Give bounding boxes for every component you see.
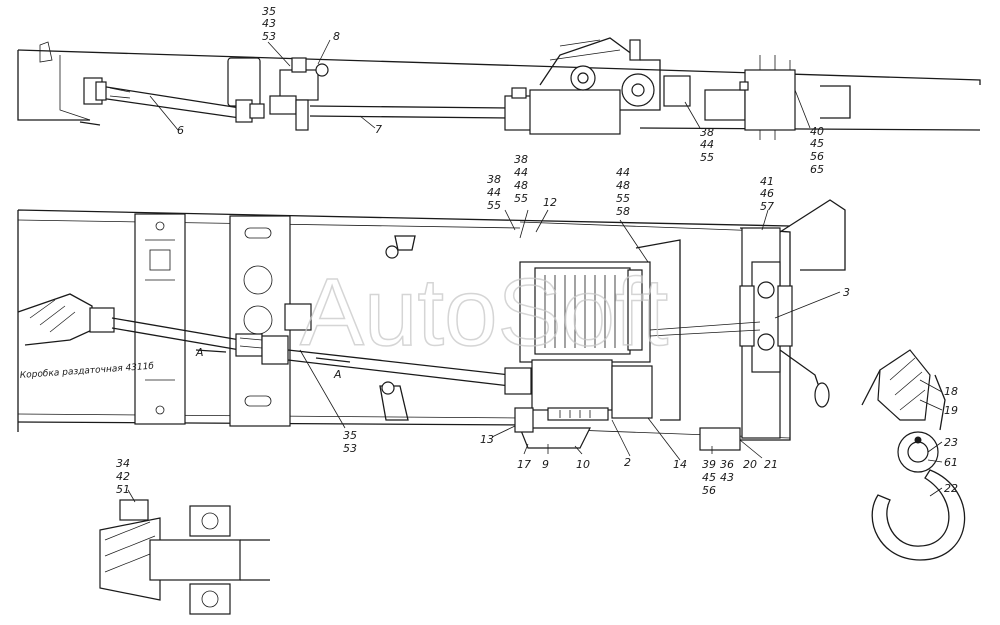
label-43: 43 xyxy=(262,17,276,30)
section-mark-left: A xyxy=(195,346,204,359)
plan-crossmember-2 xyxy=(229,215,291,427)
watermark-text: AutoSoft xyxy=(300,259,668,366)
label-55-top: 55 xyxy=(700,151,714,164)
label-45-top: 45 xyxy=(810,137,824,150)
label-36: 36 xyxy=(720,458,734,471)
top-support-8 xyxy=(269,57,329,131)
top-shaft-6 xyxy=(83,77,265,123)
top-frame-rail xyxy=(17,41,981,131)
cable-line xyxy=(649,321,761,337)
label-44-c: 44 xyxy=(616,166,630,179)
label-44-b: 44 xyxy=(514,166,528,179)
label-21: 21 xyxy=(764,458,778,471)
top-rear-bracket xyxy=(704,55,796,140)
label-51: 51 xyxy=(116,483,130,496)
bearing-detail xyxy=(99,499,270,615)
label-3: 3 xyxy=(843,286,850,299)
label-56-top: 56 xyxy=(810,150,824,163)
hook-detail xyxy=(861,349,966,561)
label-7: 7 xyxy=(375,123,382,136)
label-48-c: 48 xyxy=(616,179,630,192)
label-38-a: 38 xyxy=(487,173,501,186)
top-winch-gearbox xyxy=(529,37,691,135)
section-line-left xyxy=(195,349,227,353)
label-61: 61 xyxy=(944,456,958,469)
label-65: 65 xyxy=(810,163,824,176)
label-55-a: 55 xyxy=(487,199,501,212)
label-44-a: 44 xyxy=(487,186,501,199)
label-46: 46 xyxy=(760,187,774,200)
section-line-right xyxy=(315,357,351,363)
top-shaft-7 xyxy=(309,87,532,131)
label-20: 20 xyxy=(743,458,757,471)
label-38-b: 38 xyxy=(514,153,528,166)
label-34: 34 xyxy=(116,457,130,470)
label-55-c: 55 xyxy=(616,192,630,205)
plan-crossmember-1 xyxy=(134,213,186,425)
label-45-mid: 45 xyxy=(702,471,716,484)
label-35-mid: 35 xyxy=(343,429,357,442)
section-mark-right: A xyxy=(333,368,342,381)
label-38-top: 38 xyxy=(700,126,714,139)
label-48-b: 48 xyxy=(514,179,528,192)
leader-lines xyxy=(127,39,943,503)
label-56-mid: 56 xyxy=(702,484,716,497)
label-9: 9 xyxy=(542,458,549,471)
label-53-mid: 53 xyxy=(343,442,357,455)
plan-lower-bracket xyxy=(514,407,591,449)
label-22: 22 xyxy=(944,482,958,495)
label-10: 10 xyxy=(576,458,590,471)
label-40: 40 xyxy=(810,125,824,138)
label-17: 17 xyxy=(517,458,531,471)
label-35: 35 xyxy=(262,5,276,18)
label-42: 42 xyxy=(116,470,130,483)
label-13: 13 xyxy=(480,433,494,446)
label-57: 57 xyxy=(760,200,774,213)
label-44-top: 44 xyxy=(700,138,714,151)
label-23: 23 xyxy=(944,436,958,449)
label-12: 12 xyxy=(543,196,557,209)
label-43-mid: 43 xyxy=(720,471,734,484)
label-41: 41 xyxy=(760,175,774,188)
label-2: 2 xyxy=(624,456,631,469)
label-18: 18 xyxy=(944,385,958,398)
plan-rear-plate xyxy=(699,199,846,451)
plan-transfer-case xyxy=(17,293,93,346)
label-58: 58 xyxy=(616,205,630,218)
label-39: 39 xyxy=(702,458,716,471)
plan-shaft-long xyxy=(89,303,532,395)
label-55-b: 55 xyxy=(514,192,528,205)
label-19: 19 xyxy=(944,404,958,417)
label-6: 6 xyxy=(177,124,184,137)
label-14: 14 xyxy=(673,458,687,471)
label-53: 53 xyxy=(262,30,276,43)
plan-winch-drum xyxy=(519,239,681,421)
label-8: 8 xyxy=(333,30,340,43)
plan-hooks-left xyxy=(379,235,416,421)
plan-reducer xyxy=(531,359,653,421)
